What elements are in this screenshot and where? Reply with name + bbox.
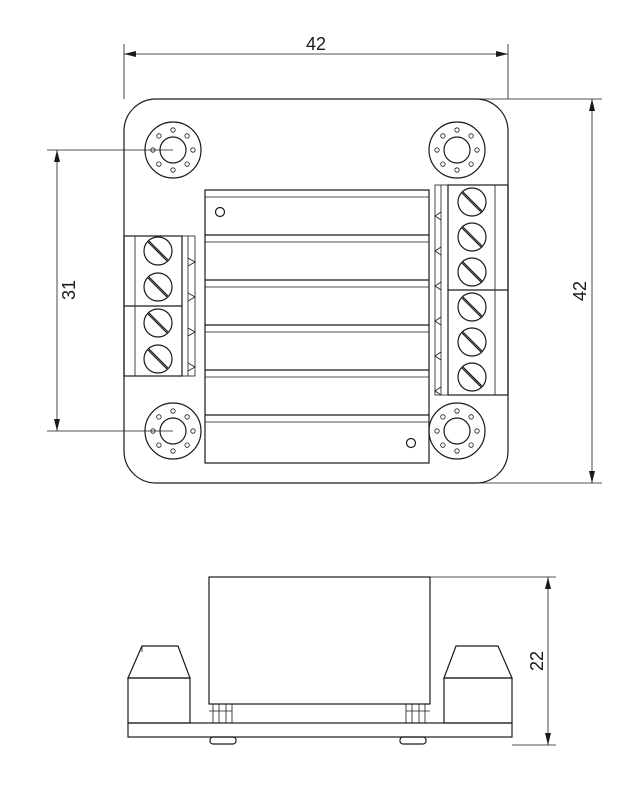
terminal-block-right <box>434 184 509 396</box>
mounting-hole-bottom-right <box>428 402 486 460</box>
pcb-side <box>127 722 513 738</box>
terminal-screw <box>457 362 487 392</box>
dimension-right-height: 42 <box>476 98 602 484</box>
dimension-label-height: 42 <box>570 281 590 301</box>
terminal-screw <box>457 257 487 287</box>
terminal-screw <box>457 187 487 217</box>
mounting-hole-top-right <box>428 121 486 179</box>
top-view: 42 42 31 <box>47 34 602 484</box>
terminal-block-left <box>123 235 196 377</box>
dimension-label-side-height: 22 <box>527 651 547 671</box>
terminal-screw <box>143 236 173 266</box>
terminal-screw <box>143 344 173 374</box>
dimension-hole-spacing: 31 <box>47 149 173 432</box>
dimension-label-width: 42 <box>306 34 326 54</box>
terminal-left-side <box>127 645 191 724</box>
dimension-side-height: 22 <box>430 576 556 746</box>
module-body-side <box>208 576 431 705</box>
heat-sink <box>204 189 430 464</box>
terminal-screw <box>457 222 487 252</box>
pin1-marker <box>214 206 226 218</box>
terminal-screw <box>457 292 487 322</box>
foot-left <box>209 736 237 745</box>
foot-right <box>399 736 427 745</box>
terminal-right-side <box>443 645 513 724</box>
dimension-label-spacing: 31 <box>59 280 79 300</box>
pin-marker <box>405 437 417 449</box>
dimension-top-width: 42 <box>123 34 509 99</box>
terminal-screw <box>143 272 173 302</box>
terminal-screw <box>457 327 487 357</box>
side-view: 22 <box>127 576 556 746</box>
terminal-screw <box>143 308 173 338</box>
